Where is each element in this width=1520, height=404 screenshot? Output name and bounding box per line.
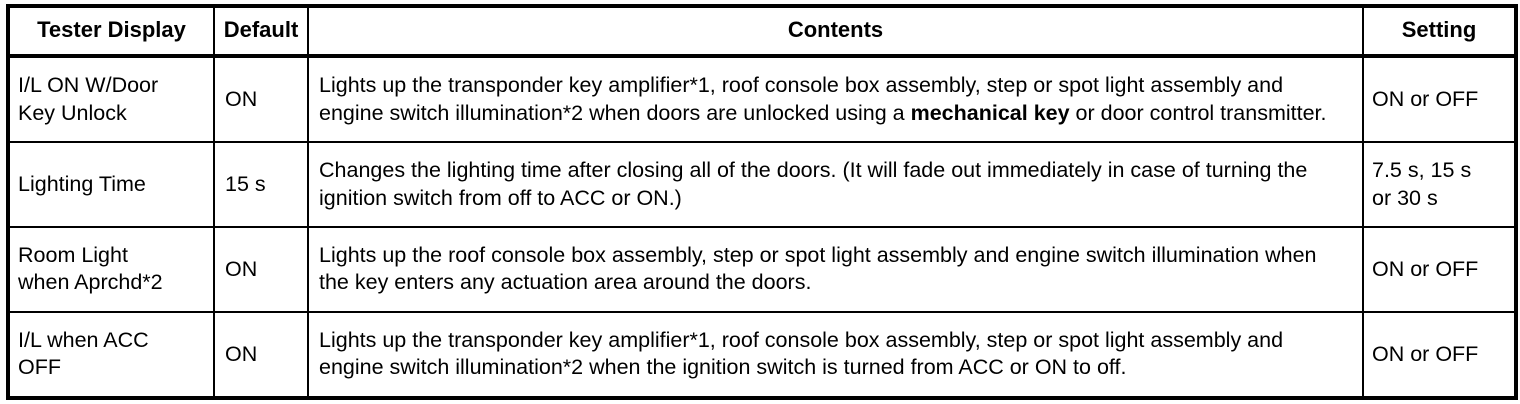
cell-default: 15 s	[214, 142, 309, 228]
cell-setting: ON or OFF	[1372, 341, 1479, 366]
contents-text-post: or door control transmitter.	[1069, 100, 1327, 125]
table-row: I/L when ACC OFF ON Lights up the transp…	[8, 311, 1516, 398]
table-row: I/L ON W/Door Key Unlock ON Lights up th…	[8, 56, 1516, 144]
cell-tester-display: Room Light when Aprchd*2	[8, 226, 215, 313]
contents-text-pre: Lights up the transponder key amplifier*…	[319, 73, 1284, 125]
cell-default: ON	[214, 311, 309, 398]
cell-setting: ON or OFF	[1363, 56, 1516, 144]
cell-contents: Changes the lighting time after closing …	[308, 142, 1364, 228]
table-header: Tester Display Default Contents Setting	[8, 6, 1516, 58]
cell-default: ON	[214, 226, 309, 313]
cell-default: ON	[214, 56, 309, 144]
contents-text-pre: Changes the lighting time after closing …	[319, 158, 1308, 210]
table-row: Room Light when Aprchd*2 ON Lights up th…	[8, 226, 1516, 313]
table-header-row: Tester Display Default Contents Setting	[8, 6, 1516, 58]
contents-text-pre: Lights up the roof console box assembly,…	[319, 242, 1317, 295]
cell-tester-display: I/L when ACC OFF	[8, 311, 215, 398]
contents-text-pre: Lights up the transponder key amplifier*…	[319, 327, 1284, 380]
cell-setting: ON or OFF	[1363, 226, 1516, 313]
table-row: Lighting Time 15 s Changes the lighting …	[8, 142, 1516, 228]
cell-contents: Lights up the roof console box assembly,…	[308, 226, 1364, 313]
tester-display-settings-table: Tester Display Default Contents Setting …	[6, 4, 1518, 400]
cell-tester-display: I/L ON W/Door Key Unlock	[8, 56, 215, 144]
contents-text-emphasis: mechanical key	[910, 100, 1070, 125]
table-body: I/L ON W/Door Key Unlock ON Lights up th…	[8, 56, 1516, 398]
cell-contents: Lights up the transponder key amplifier*…	[308, 56, 1364, 144]
column-header-setting: Setting	[1363, 6, 1516, 58]
cell-contents: Lights up the transponder key amplifier*…	[308, 311, 1364, 398]
column-header-default: Default	[214, 6, 309, 58]
column-header-tester-display: Tester Display	[8, 6, 215, 58]
column-header-contents: Contents	[308, 6, 1364, 58]
cell-setting: 7.5 s, 15 s or 30 s	[1363, 142, 1516, 228]
cell-tester-display: Lighting Time	[8, 142, 215, 228]
